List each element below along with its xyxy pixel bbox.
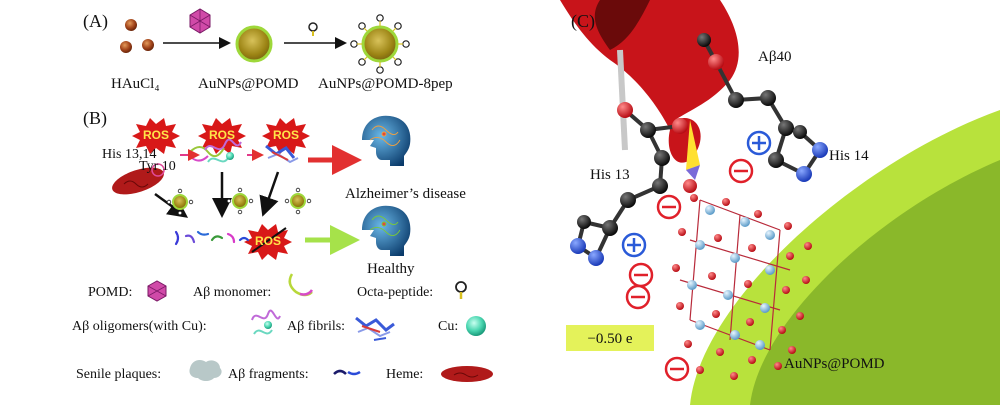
label-his13: His 13: [590, 167, 630, 183]
abeta-fibril-b: [265, 144, 299, 164]
nitrogen-atoms: [570, 142, 828, 266]
ros-burst-3: [262, 118, 310, 154]
label-aunps-pomd-a: AuNPs@POMD: [198, 76, 299, 92]
heme-molecule: [112, 167, 164, 195]
legend-monomer-label: Aβ monomer:: [193, 285, 272, 300]
label-healthy: Healthy: [367, 261, 415, 277]
legend-cu-icon: [466, 316, 486, 336]
charge-value: −0.50 e: [587, 331, 633, 347]
legend-plaques-label: Senile plaques:: [76, 367, 162, 382]
np-small-2: [226, 187, 254, 215]
panel-c-tag: (C): [571, 11, 595, 31]
ros-burst-1: [132, 118, 180, 154]
charge-markers: [621, 130, 772, 382]
abeta40-ribbon: [560, 0, 739, 180]
legend-octapeptide-icon: [455, 281, 467, 299]
label-aunps-pomd-8pep: AuNPs@POMD-8pep: [318, 76, 453, 92]
pomd-cluster-icon: [189, 8, 211, 34]
legend-cu-label: Cu:: [438, 319, 459, 334]
legend-fragment-icon: [333, 369, 361, 376]
legend-oligomers-label: Aβ oligomers(with Cu):: [72, 319, 207, 334]
legend-pomd-label: POMD:: [88, 285, 133, 300]
np-small-3: [284, 187, 312, 215]
panel-a-tag: (A): [83, 11, 108, 31]
legend-pomd-icon: [147, 280, 167, 302]
label-aunps-pomd-c: AuNPs@POMD: [784, 356, 885, 372]
label-tyr-10: Tyr 10: [139, 159, 176, 174]
label-his14: His 14: [829, 148, 869, 164]
legend-heme-label: Heme:: [386, 367, 424, 382]
aunps-pomd-particle: [235, 25, 273, 63]
ros-label-1: ROS: [142, 128, 169, 142]
label-his-13-14: His 13,14: [102, 147, 157, 162]
haucl4-particles: [120, 19, 154, 53]
head-healthy-icon: [362, 205, 411, 256]
panel-c-molecular-model: [560, 0, 1000, 405]
arrow-b-down3: [259, 171, 280, 217]
head-alzheimers-icon: [362, 115, 411, 166]
legend-fragments-label: Aβ fragments:: [228, 367, 309, 382]
peptide-binding-site: [151, 163, 165, 177]
legend-fibril-icon: [355, 316, 395, 341]
legend-heme-icon: [441, 366, 493, 382]
charge-value-box: −0.50 e: [566, 325, 654, 351]
label-alzheimers: Alzheimer’s disease: [345, 186, 466, 202]
abeta-fragments-b: [174, 230, 250, 246]
nanoparticle-surface: [690, 110, 1000, 405]
ros-label-3: ROS: [272, 128, 299, 142]
legend-plaque-icon: [189, 360, 222, 381]
carbon-atoms: [577, 33, 807, 236]
abeta-oligomer-b: [204, 138, 242, 163]
np-small-1: [166, 188, 194, 216]
legend-fibrils-label: Aβ fibrils:: [287, 319, 346, 334]
octapeptide-icon-a: [308, 22, 318, 36]
legend-monomer-icon: [288, 273, 314, 297]
ros-burst-4: [244, 224, 292, 260]
legend-octapeptide-label: Octa-peptide:: [357, 285, 434, 300]
ros-label-4: ROS: [254, 234, 281, 248]
label-abeta40: Aβ40: [758, 49, 792, 65]
ros-label-2: ROS: [208, 128, 235, 142]
panel-b-tag: (B): [83, 108, 107, 128]
label-haucl4: HAuCl₄: [111, 76, 160, 92]
backbone-tube: [617, 49, 628, 151]
legend-oligomer-icon: [251, 309, 281, 335]
pom-cluster: [672, 194, 812, 380]
aunps-pomd-8pep-particle: [350, 14, 410, 74]
